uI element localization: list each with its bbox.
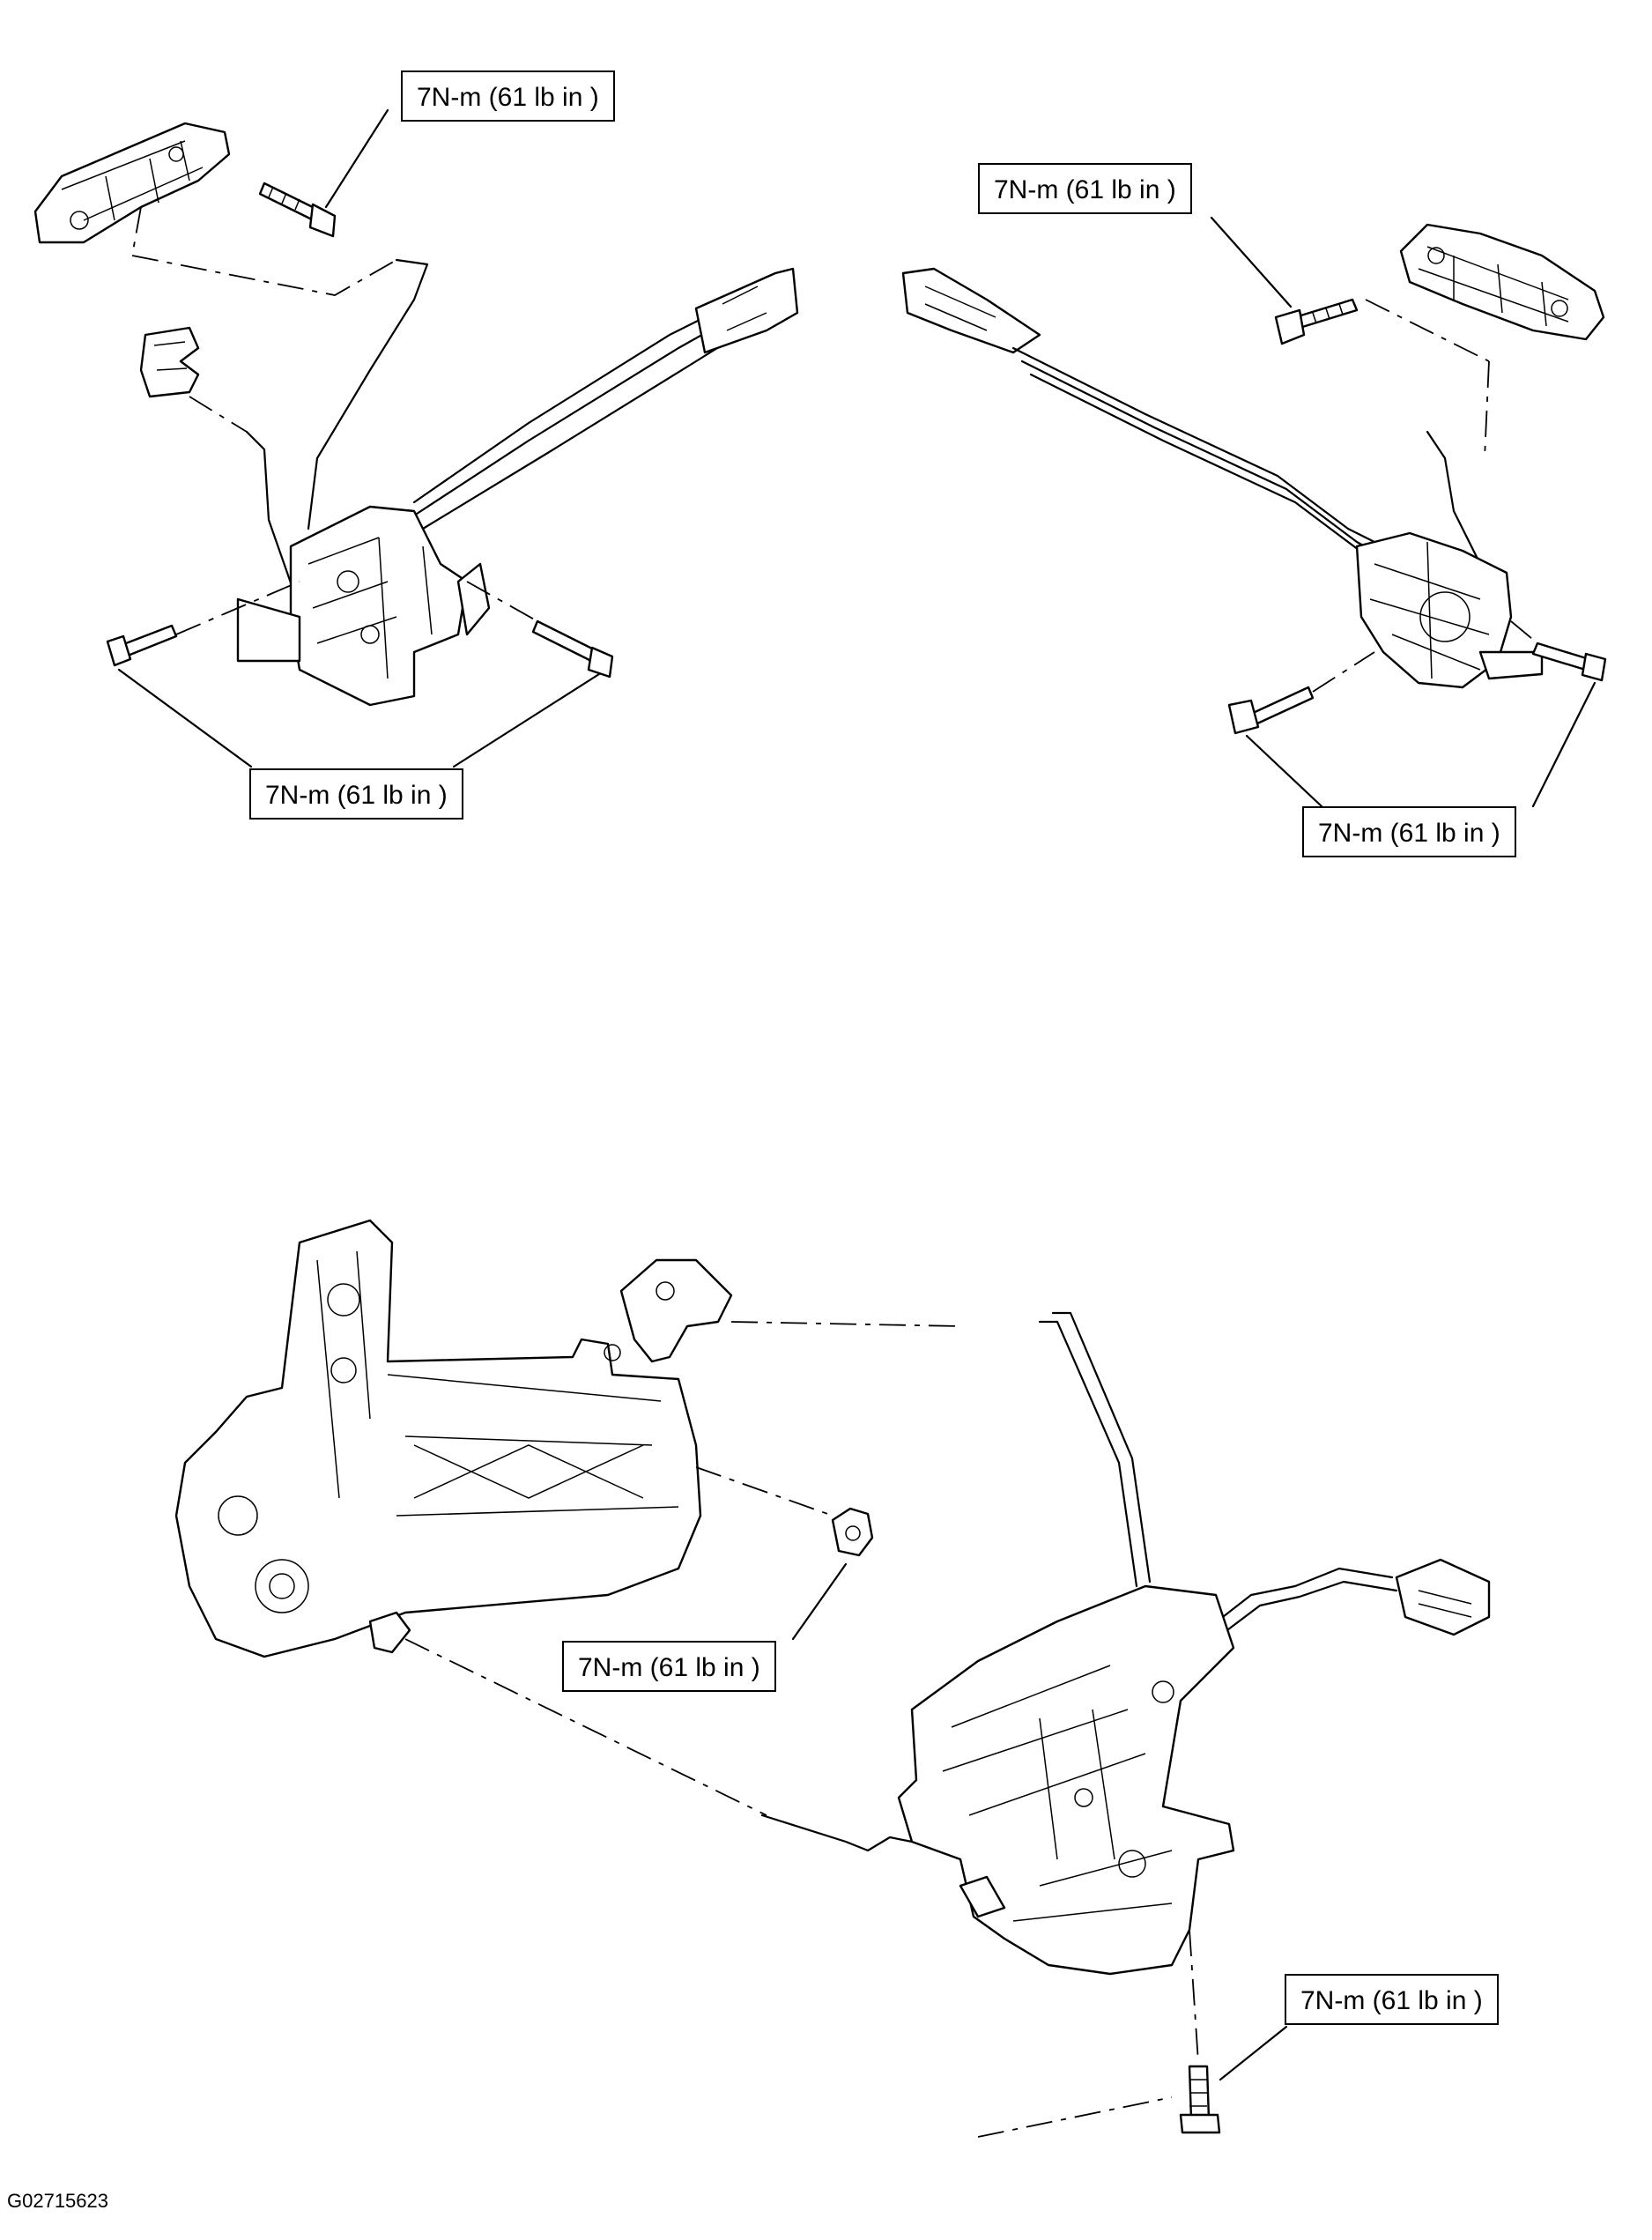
top-right-assembly: [901, 216, 1607, 808]
top-left-cable-actuator: [694, 267, 799, 354]
top-right-door-latch: [1355, 531, 1544, 689]
bottom-handle-nut: [831, 1507, 874, 1557]
top-left-assembly: [33, 108, 799, 768]
bottom-electrical-connector: [1395, 1558, 1491, 1636]
top-right-latch-bolt-left: [1227, 686, 1315, 735]
top-right-latch-bolt-right: [1531, 642, 1607, 682]
bottom-exterior-handle: [174, 1219, 733, 1658]
bottom-latch-bolt: [1179, 2065, 1221, 2134]
top-right-handle-torque-callout: 7N-m (61 lb in ): [978, 163, 1192, 214]
top-left-door-latch: [236, 505, 491, 707]
top-right-cable-actuator: [901, 267, 1041, 354]
top-left-handle-bolt: [258, 182, 337, 238]
figure-id: G02715623: [7, 2190, 108, 2212]
bottom-door-latch: [897, 1584, 1235, 1976]
top-right-exterior-handle: [1399, 223, 1605, 341]
bottom-latch-bolt-torque-callout: 7N-m (61 lb in ): [1285, 1974, 1499, 2025]
top-left-handle-torque-callout: 7N-m (61 lb in ): [401, 70, 615, 122]
top-right-handle-bolt: [1274, 298, 1359, 345]
top-left-exterior-handle: [33, 122, 231, 244]
top-left-latch-bolt-left: [106, 624, 178, 667]
bottom-assembly: [174, 1219, 1491, 2138]
top-left-latch-torque-callout: 7N-m (61 lb in ): [249, 768, 463, 820]
top-left-bracket: [139, 326, 200, 398]
top-left-latch-bolt-right: [531, 619, 614, 679]
bottom-handle-nut-torque-callout: 7N-m (61 lb in ): [562, 1641, 776, 1692]
top-right-latch-torque-callout: 7N-m (61 lb in ): [1302, 806, 1516, 857]
